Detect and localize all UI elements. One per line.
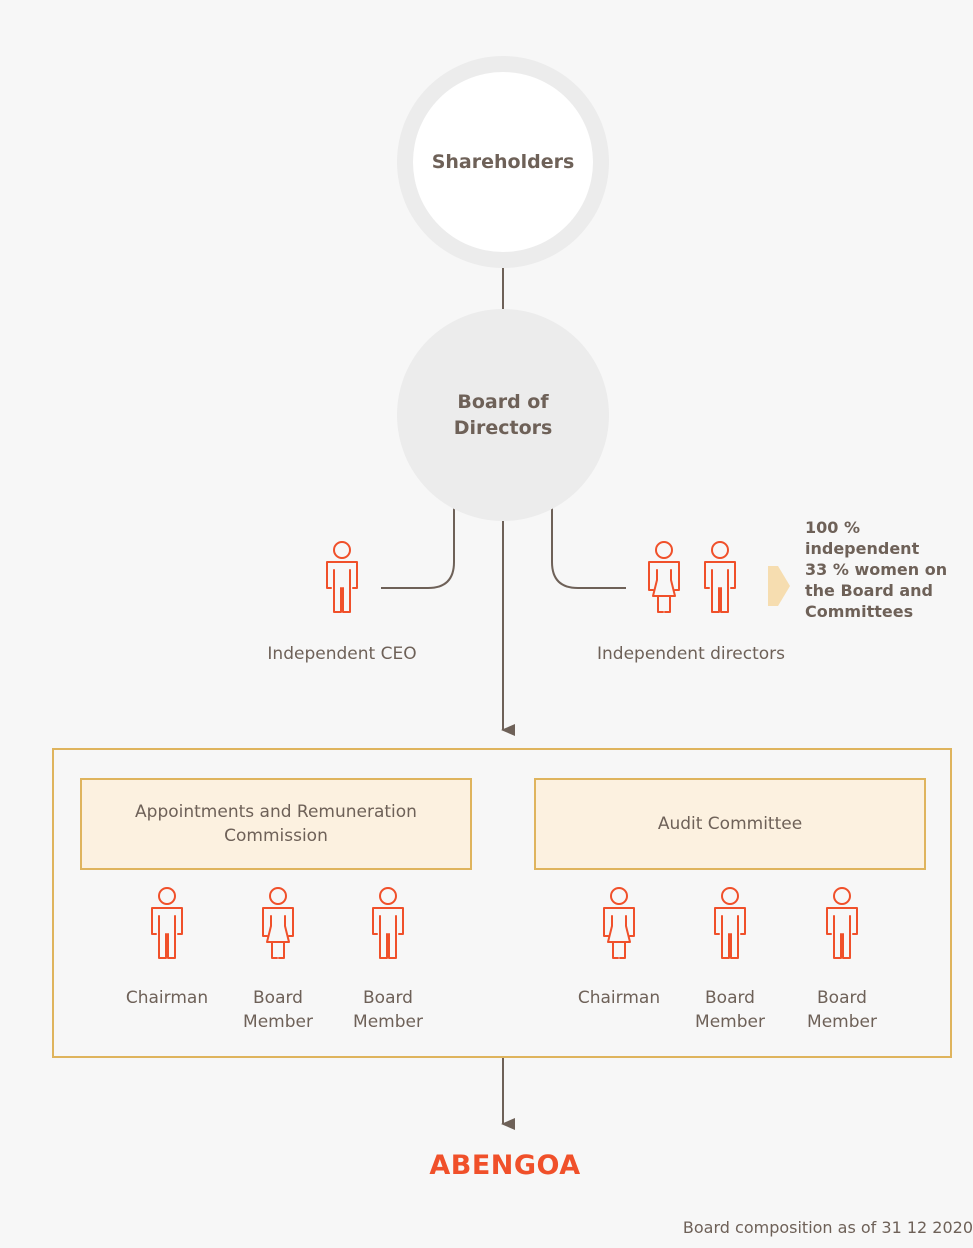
female-person-icon: [603, 887, 635, 959]
member-role: Chairman: [577, 988, 661, 1008]
member-role: Member: [807, 1012, 877, 1032]
committee-name-line1: Appointments and Remuneration: [135, 802, 417, 822]
male-person-icon: [704, 541, 736, 613]
male-person-icon: [372, 887, 404, 959]
male-person-icon: [826, 887, 858, 959]
member-label: Chairman: [107, 986, 227, 1010]
independence-stats: 100 % independent 33 % women on the Boar…: [805, 517, 973, 622]
board-of-directors-node: Board of Directors: [397, 309, 609, 521]
stat-line: 100 %: [805, 518, 860, 537]
abengoa-logo: ABENGOA: [429, 1150, 581, 1181]
stat-line: 33 % women on: [805, 560, 948, 579]
committee-name-line2: Commission: [224, 826, 328, 846]
ceo-connector: [381, 508, 455, 589]
ceo-label: Independent CEO: [267, 644, 417, 664]
board-label-line2: Directors: [453, 417, 553, 439]
directors-label: Independent directors: [596, 644, 785, 664]
shareholders-label: Shareholders: [431, 151, 575, 173]
member-role: Member: [353, 1012, 423, 1032]
member-role: Member: [243, 1012, 313, 1032]
stat-line: the Board and: [805, 581, 933, 600]
audit-committee: Audit Committee: [534, 778, 926, 870]
male-person-icon: [326, 541, 358, 613]
member-label: Board Member: [782, 986, 902, 1034]
directors-connector: [551, 508, 626, 589]
member-role: Board: [705, 988, 755, 1008]
member-label: Board Member: [670, 986, 790, 1034]
member-role: Board: [253, 988, 303, 1008]
stat-pointer-icon: [768, 566, 790, 606]
member-role: Board: [817, 988, 867, 1008]
board-composition-footnote: Board composition as of 31 12 2020: [682, 1218, 973, 1237]
appointments-remuneration-commission: Appointments and Remuneration Commission: [80, 778, 472, 870]
member-label: Board Member: [328, 986, 448, 1034]
member-role: Chairman: [125, 988, 209, 1008]
member-role: Member: [695, 1012, 765, 1032]
committees-frame: [52, 748, 952, 1058]
committee-name-line1: Audit Committee: [657, 814, 803, 834]
female-person-icon: [262, 887, 294, 959]
board-label-line1: Board of: [457, 391, 549, 413]
member-label: Board Member: [218, 986, 338, 1034]
member-role: Board: [363, 988, 413, 1008]
member-label: Chairman: [559, 986, 679, 1010]
female-person-icon: [648, 541, 680, 613]
stat-line: independent: [805, 539, 920, 558]
male-person-icon: [151, 887, 183, 959]
male-person-icon: [714, 887, 746, 959]
shareholders-node: Shareholders: [413, 72, 593, 252]
stat-line: Committees: [805, 602, 914, 621]
